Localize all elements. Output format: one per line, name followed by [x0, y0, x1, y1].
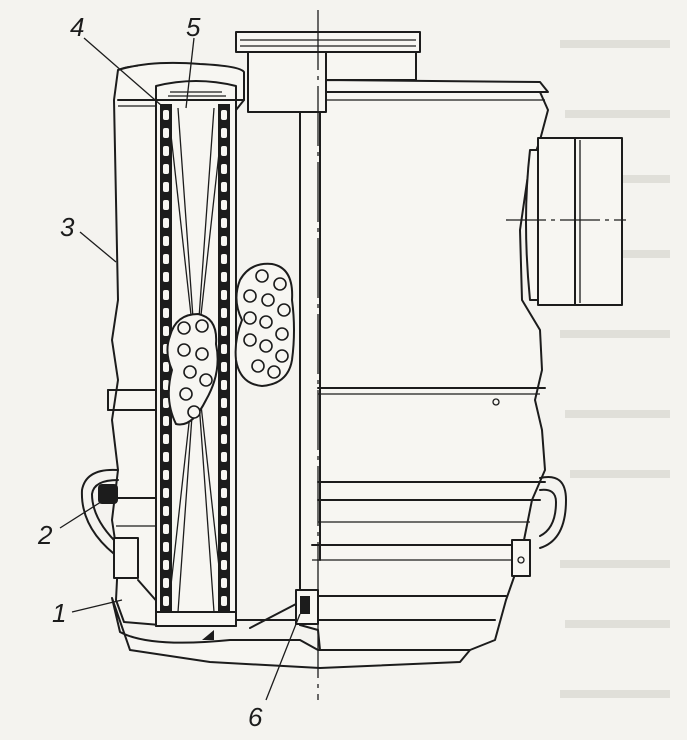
- callout-6: 6: [248, 702, 263, 732]
- top-inlet-collar: [235, 31, 549, 113]
- bottom-screw: [295, 589, 319, 625]
- callout-1: 1: [52, 598, 67, 628]
- callout-2: 2: [38, 520, 53, 550]
- right-housing: [299, 91, 549, 651]
- right-latch: [511, 539, 531, 577]
- right-handle: [539, 476, 567, 549]
- callout-4: 4: [70, 12, 85, 42]
- leader-lines: [59, 37, 301, 701]
- side-outlet-pipe: [525, 137, 623, 306]
- perforation-holes-upper: [243, 269, 291, 379]
- filter-inner-wall: [218, 104, 230, 612]
- callout-3: 3: [60, 212, 75, 242]
- perforation-holes-lower: [177, 319, 213, 419]
- callout-5: 5: [186, 12, 201, 42]
- filter-outer-wall: [160, 104, 172, 612]
